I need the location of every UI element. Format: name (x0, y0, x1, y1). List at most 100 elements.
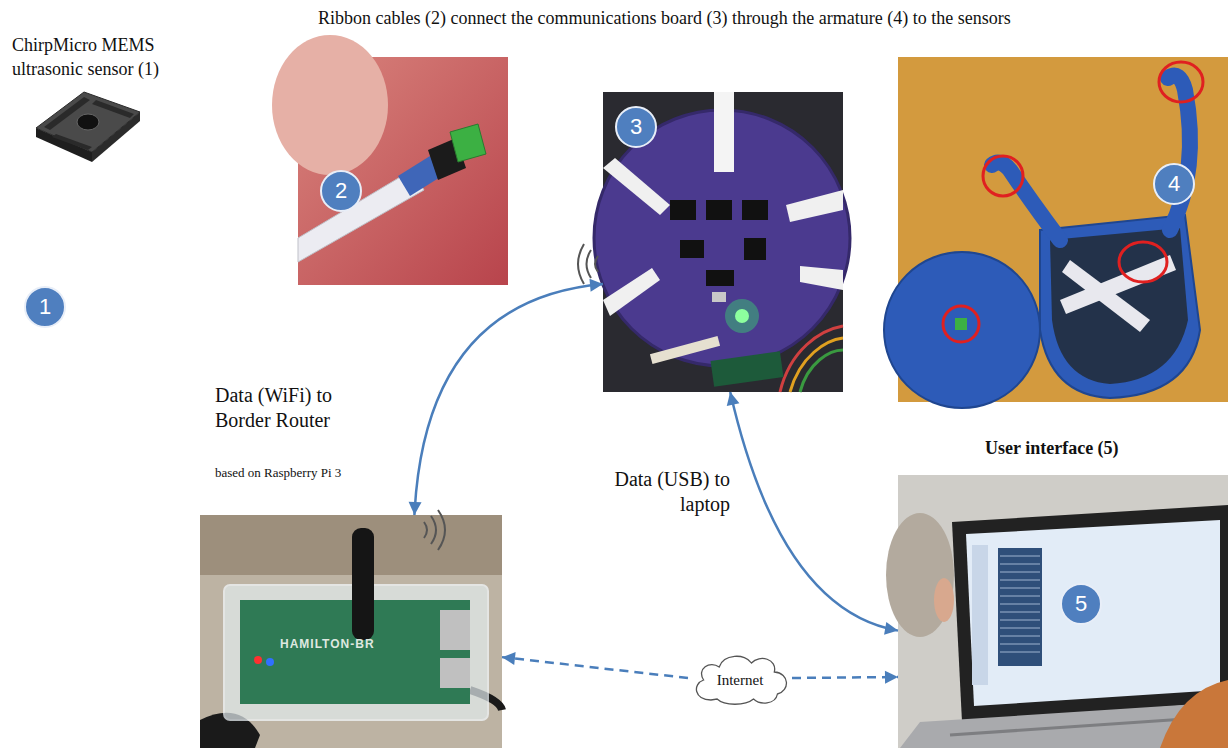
connector-line (502, 657, 688, 678)
arrowhead (502, 652, 516, 665)
data-table (998, 548, 1042, 666)
wire (800, 350, 843, 392)
port (440, 610, 470, 650)
note-text: based on Raspberry Pi 3 (215, 465, 341, 481)
curved-connector (409, 279, 603, 515)
ribbon-cable (800, 266, 843, 290)
sensor-top (36, 92, 140, 152)
callout-number: 5 (1060, 583, 1102, 625)
port (440, 658, 470, 688)
photo-wall (200, 515, 502, 575)
dashed-connector (792, 671, 898, 684)
ribbon-cable (603, 158, 670, 215)
screen-bezel (952, 505, 1228, 722)
module (711, 351, 784, 386)
router-photo (200, 515, 502, 748)
board-photo (594, 92, 850, 392)
led (254, 656, 262, 664)
photo-frame: HAMILTON-BR (200, 515, 502, 748)
cloud-label: Internet (717, 671, 764, 689)
led-glow (725, 299, 759, 333)
person-head (886, 513, 954, 637)
board-print: HAMILTON-BR (280, 637, 375, 651)
finger (272, 35, 388, 175)
keys (950, 718, 1200, 735)
ribbon-cable (714, 92, 734, 172)
photo-frame: 3 (603, 92, 843, 392)
sensor-carrier (450, 124, 486, 162)
table-rows (1000, 556, 1040, 652)
arrowhead (884, 622, 898, 635)
wifi-arc (438, 510, 445, 550)
armature-inside (1050, 228, 1188, 384)
cloud: Internet (688, 650, 792, 706)
connector-line (414, 284, 603, 515)
chip (706, 200, 732, 220)
callout-number: 4 (1153, 163, 1195, 205)
ribbon-cable (786, 190, 843, 222)
highlight-ring (1119, 242, 1167, 282)
chip (670, 200, 696, 220)
screen (966, 520, 1220, 706)
arrowhead (885, 671, 898, 684)
chip (706, 270, 734, 286)
highlight-ring (1159, 62, 1203, 102)
usb-port (712, 292, 726, 302)
callout-number: 1 (24, 286, 66, 328)
ribbon-cable (1062, 260, 1150, 332)
connector-line (730, 392, 898, 631)
wifi-arc (595, 256, 598, 272)
arrowhead (727, 392, 740, 406)
armature-dome (884, 252, 1040, 408)
photo-frame: User interface (5)5 (898, 475, 1228, 748)
laptop-photo (886, 475, 1228, 748)
led (735, 309, 749, 323)
wifi-arc (431, 516, 436, 544)
photo-frame: 4 (898, 57, 1228, 402)
arrowhead (409, 502, 422, 515)
connector-label: Data (WiFi) to Border Router (215, 383, 355, 433)
wifi-symbol (578, 244, 598, 284)
chip (742, 200, 768, 220)
arrowhead (589, 279, 603, 292)
chip (680, 240, 704, 258)
sensor-pads (92, 100, 134, 118)
highlight-ring (943, 306, 979, 342)
part-name: ChirpMicro MEMS ultrasonic sensor (1) (12, 33, 197, 81)
panel-heading: User interface (5) (985, 437, 1119, 459)
antenna (352, 528, 374, 640)
armature-photo (884, 57, 1228, 408)
highlight-ring (983, 156, 1023, 196)
connector-label: Data (USB) to laptop (595, 467, 730, 517)
wifi-arc (587, 250, 592, 278)
chip (744, 238, 766, 260)
person-arm (1160, 680, 1228, 748)
photo-ground (898, 475, 1228, 748)
screen-icons (972, 545, 988, 685)
sensor-port (77, 114, 99, 130)
callout-number: 3 (615, 106, 657, 148)
curved-connector (727, 392, 898, 635)
person-face (934, 578, 954, 622)
sensor-picture (36, 92, 140, 162)
wifi-arc (578, 244, 584, 284)
sensor-pads (52, 134, 92, 150)
callout-number: 2 (320, 170, 362, 212)
photo-ground (200, 515, 502, 748)
wifi-symbol (424, 510, 445, 550)
sensor-mark (955, 318, 967, 330)
dashed-connector (502, 652, 688, 678)
wifi-arc (424, 522, 427, 538)
photo-frame: 2 (298, 57, 508, 285)
ribbon-photo (272, 35, 508, 285)
cloud-shape (696, 656, 786, 704)
armature-arm (992, 162, 1060, 240)
led (266, 658, 274, 666)
wire (650, 336, 720, 364)
connector-line (792, 676, 898, 679)
caption-text: Ribbon cables (2) connect the communicat… (318, 6, 1223, 30)
wire (790, 338, 843, 392)
